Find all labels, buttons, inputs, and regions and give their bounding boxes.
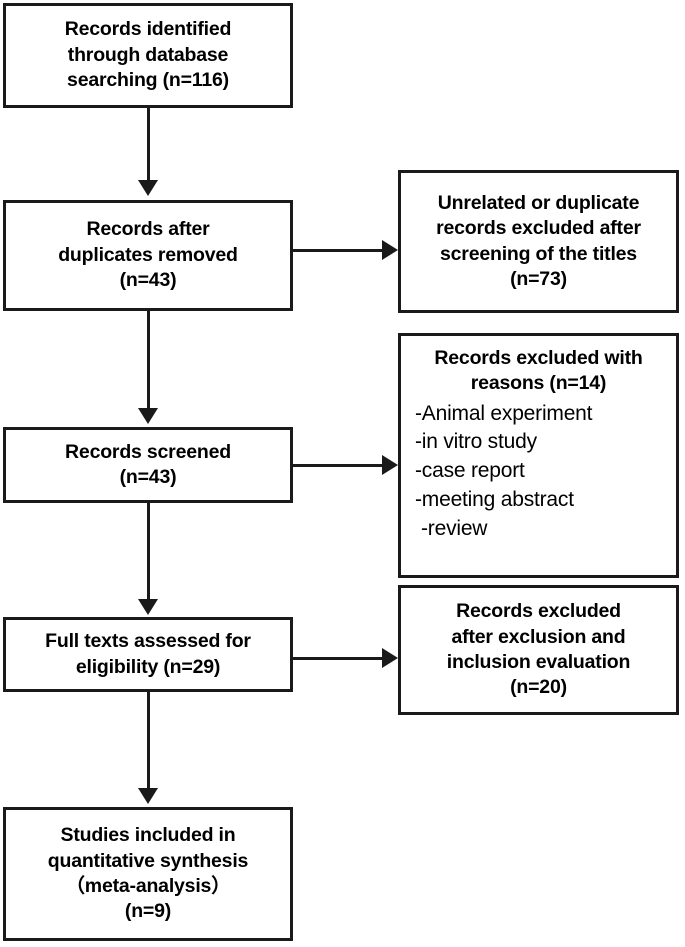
list-item: -Animal experiment [415, 401, 593, 425]
box-line: Studies included in [60, 824, 236, 847]
box-studies-included: Studies included in quantitative synthes… [3, 807, 293, 941]
arrowhead-down [138, 180, 158, 196]
arrowhead-right [382, 240, 398, 260]
box-line: （meta-analysis） [65, 875, 231, 897]
list-item: -meeting abstract [415, 487, 574, 511]
connector-after-duplicates-to-screened [147, 311, 150, 411]
box-line: records excluded after [436, 217, 641, 240]
box-line: Records screened [65, 440, 231, 463]
reasons-heading: Records excluded with reasons (n=14) [401, 346, 676, 397]
box-line: after exclusion and [451, 625, 626, 648]
box-line: Records after [86, 218, 210, 241]
box-excluded-after-title-screening: Unrelated or duplicate records excluded … [398, 170, 679, 313]
box-line: (n=43) [119, 466, 177, 488]
box-line: (n=9) [124, 900, 172, 923]
box-line: screening of the titles [440, 242, 637, 265]
box-line: inclusion evaluation [446, 651, 631, 673]
exclusion-reason-list: -Animal experiment -in vitro study -case… [401, 400, 676, 544]
box-line: quantitative synthesis [47, 849, 249, 872]
box-line: searching (n=116) [67, 69, 229, 92]
box-line: (n=43) [119, 269, 177, 292]
box-line: Unrelated or duplicate [437, 191, 640, 214]
arrowhead-right [382, 455, 398, 475]
box-line: (n=20) [510, 676, 567, 699]
list-item: -case report [415, 459, 525, 483]
box-line: Records excluded with [434, 347, 643, 369]
connector-screened-to-full-texts [147, 503, 150, 602]
box-line: (n=73) [510, 267, 567, 290]
arrowhead-down [138, 599, 158, 615]
box-records-identified: Records identified through database sear… [3, 3, 293, 108]
box-excluded-after-evaluation: Records excluded after exclusion and inc… [398, 585, 679, 715]
arrowhead-down [138, 788, 158, 804]
box-line: Records excluded [456, 600, 621, 623]
box-line: through database [67, 43, 229, 66]
connector-identified-to-after-duplicates [147, 108, 150, 183]
box-records-after-duplicates: Records after duplicates removed (n=43) [3, 200, 293, 311]
box-line: Records identified [64, 18, 232, 41]
box-line: Full texts assessed for [45, 630, 251, 653]
box-line: duplicates removed [58, 243, 238, 266]
box-excluded-with-reasons: Records excluded with reasons (n=14) -An… [398, 333, 679, 578]
connector-full-texts-to-excluded-evaluation [293, 657, 383, 660]
connector-full-texts-to-included [147, 692, 150, 790]
connector-screened-to-excluded-reasons [293, 464, 383, 467]
list-item: -in vitro study [415, 430, 537, 454]
arrowhead-right [382, 648, 398, 668]
box-full-texts-assessed: Full texts assessed for eligibility (n=2… [3, 617, 293, 692]
box-line: eligibility (n=29) [75, 655, 221, 678]
box-line: reasons (n=14) [470, 372, 607, 395]
arrowhead-down [138, 408, 158, 424]
box-records-screened: Records screened (n=43) [3, 427, 293, 503]
list-item: -review [421, 516, 488, 540]
connector-after-duplicates-to-excluded-titles [293, 249, 383, 252]
